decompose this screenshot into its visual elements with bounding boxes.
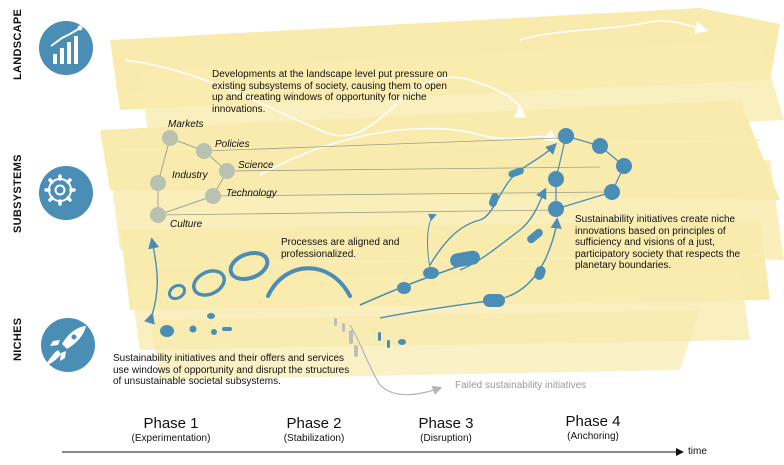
disruption-path	[359, 143, 562, 319]
label-industry: Industry	[172, 170, 208, 181]
disruption-to-subsystem-arrow	[427, 213, 437, 269]
landscape-arrows	[124, 20, 709, 176]
label-policies: Policies	[215, 139, 250, 150]
phase-2-subtitle: (Stabilization)	[283, 433, 345, 444]
node-markets	[162, 130, 178, 146]
phase-2: Phase 2 (Stabilization)	[254, 415, 374, 445]
gear-icon	[39, 166, 93, 220]
failed-label: Failed sustainability initiatives	[455, 380, 587, 391]
label-technology: Technology	[226, 188, 277, 199]
node-technology	[205, 188, 221, 204]
phase-4-subtitle: (Anchoring)	[567, 431, 619, 442]
niche-blobs	[160, 313, 406, 348]
node-culture	[150, 207, 166, 223]
phase-1: Phase 1 (Experimentation)	[111, 415, 231, 445]
phase-3: Phase 3 (Disruption)	[386, 415, 506, 445]
chart-icon	[39, 21, 93, 75]
subsystem-lines	[157, 137, 611, 216]
anchoring-network	[548, 128, 632, 217]
failed-arrow	[349, 324, 443, 396]
yellow-background	[100, 8, 784, 380]
aligned-description: Processes are aligned and professionaliz…	[281, 237, 400, 260]
niche-to-subsystem-arrow	[144, 237, 160, 325]
phase-4: Phase 4 (Anchoring)	[533, 413, 653, 443]
phase-3-title: Phase 3	[418, 415, 474, 432]
create-description: Sustainability initiatives create niche …	[575, 214, 741, 271]
label-niches: NICHES	[12, 317, 24, 361]
phase-4-title: Phase 4	[565, 413, 621, 430]
node-industry	[150, 175, 166, 191]
label-subsystems: SUBSYSTEMS	[12, 154, 24, 233]
time-label: time	[688, 446, 707, 457]
landscape-description: Developments at the landscape level put …	[212, 69, 448, 115]
phase-1-title: Phase 1	[143, 415, 199, 432]
subsystem-network	[150, 130, 235, 223]
label-landscape: LANDSCAPE	[12, 8, 24, 80]
phase-2-title: Phase 2	[286, 415, 342, 432]
label-markets: Markets	[168, 119, 204, 130]
label-culture: Culture	[170, 219, 203, 230]
phase-3-subtitle: (Disruption)	[420, 433, 472, 444]
phase-1-subtitle: (Experimentation)	[131, 433, 211, 444]
niche-shapes	[167, 250, 352, 301]
rocket-icon	[41, 318, 95, 372]
node-policies	[196, 143, 212, 159]
node-science	[219, 163, 235, 179]
label-science: Science	[238, 160, 274, 171]
stabilization-fragments	[334, 318, 358, 357]
niches-description: Sustainability initiatives and their off…	[113, 353, 350, 387]
